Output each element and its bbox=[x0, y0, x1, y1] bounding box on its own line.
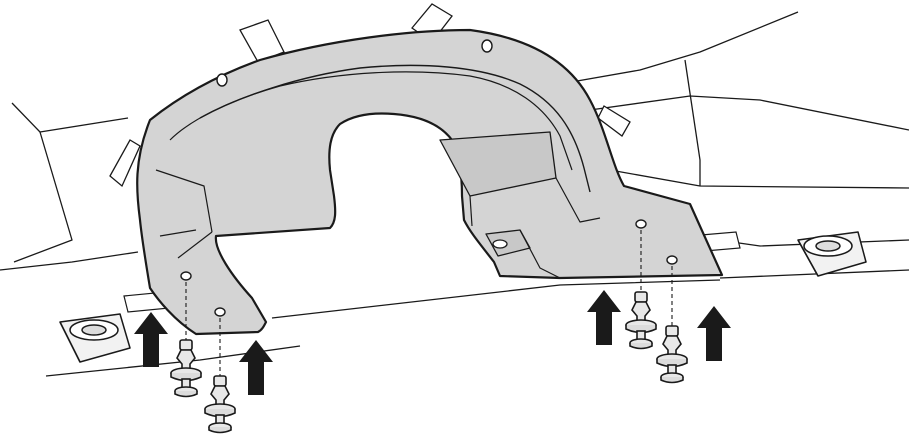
up-arrow-icon bbox=[134, 312, 168, 367]
up-arrow-icon bbox=[697, 306, 731, 361]
push-pin-clip-icon bbox=[625, 291, 657, 350]
vehicle-underbody bbox=[0, 11, 909, 377]
push-pin-clip-icon bbox=[204, 375, 236, 434]
up-arrow-icon bbox=[239, 340, 273, 395]
push-pin-clip-icon bbox=[656, 325, 688, 384]
up-arrow-icon bbox=[587, 290, 621, 345]
tape-tab-back bbox=[597, 105, 631, 137]
mounting-boss-right bbox=[797, 231, 867, 277]
guide-lines bbox=[185, 230, 673, 378]
mounting-boss-left bbox=[59, 313, 131, 363]
push-pin-clip-icon bbox=[170, 339, 202, 398]
heat-shield-panel bbox=[136, 28, 724, 336]
tape-tab-side bbox=[109, 139, 141, 188]
tape-tab-left bbox=[239, 19, 285, 63]
